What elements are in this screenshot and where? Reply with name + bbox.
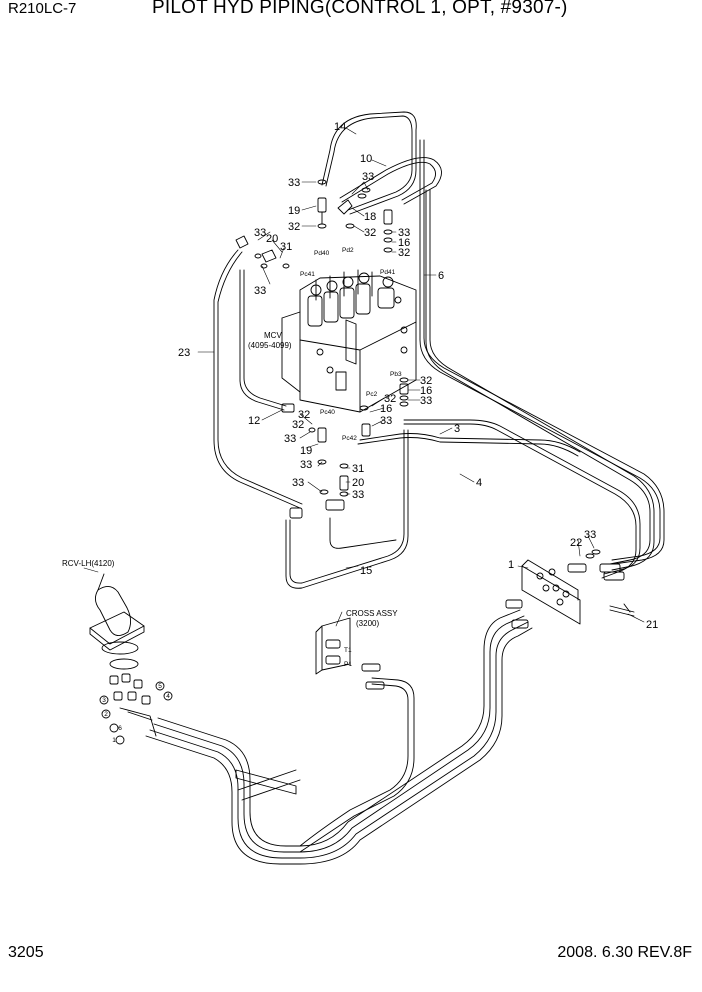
- callout-4: 4: [476, 477, 482, 489]
- port-pb3: Pb3: [390, 371, 402, 378]
- callout-32: 32: [288, 221, 300, 233]
- callout-16: 16: [380, 403, 392, 415]
- port-pc42: Pc42: [342, 435, 357, 442]
- port-pd40: Pd40: [314, 250, 330, 257]
- joystick-port-4: 4: [166, 693, 170, 700]
- mcv-range-label: (4095-4099): [248, 341, 292, 350]
- hose-12: [239, 269, 287, 411]
- callout-19: 19: [300, 445, 312, 457]
- hose-10: [339, 157, 442, 205]
- callout-32: 32: [364, 227, 376, 239]
- revision-date: 2008. 6.30 REV.8F: [557, 944, 692, 961]
- callout-33: 33: [254, 285, 266, 297]
- callout-14: 14: [334, 121, 346, 133]
- callout-33: 33: [300, 459, 312, 471]
- callout-33: 33: [398, 227, 410, 239]
- mcv-body: [281, 269, 417, 413]
- cross-assy: [315, 617, 385, 690]
- callout-33-accumulator: 33: [584, 529, 596, 541]
- hose-15: [285, 429, 409, 589]
- callout-32: 32: [420, 375, 432, 387]
- port-pc41: Pc41: [300, 271, 315, 278]
- port-pd41: Pd41: [380, 269, 396, 276]
- callout-numbers: 14 10 6 3 4 23 15 12 1 21 22 33 33 33 19…: [178, 121, 658, 631]
- callout-33: 33: [420, 395, 432, 407]
- joystick-hose-bundle: [145, 609, 533, 865]
- joystick-port-2: 2: [104, 711, 108, 718]
- callout-33: 33: [254, 227, 266, 239]
- callout-20: 20: [266, 233, 278, 245]
- callout-20: 20: [352, 477, 364, 489]
- rcv-label: RCV-LH(4120): [62, 559, 115, 568]
- callout-15: 15: [360, 565, 372, 577]
- callout-10: 10: [360, 153, 372, 165]
- leader-lines: [83, 127, 645, 627]
- callout-33: 33: [362, 171, 374, 183]
- callout-31: 31: [352, 463, 364, 475]
- joystick-port-5: 5: [158, 683, 162, 690]
- callout-1: 1: [508, 559, 514, 571]
- component-labels: MCV (4095-4099) RCV-LH(4120) CROSS ASSY …: [62, 331, 398, 628]
- port-labels: Pd40 Pd2 Pd41 Pc41 Pc40 Pc42 Pc2 Pb3 T1 …: [300, 247, 402, 668]
- callout-16: 16: [420, 385, 432, 397]
- callout-33: 33: [380, 415, 392, 427]
- manifold-block-1: [505, 549, 635, 629]
- hose-4: [403, 419, 641, 579]
- port-pd2: Pd2: [342, 247, 354, 254]
- callout-19: 19: [288, 205, 300, 217]
- model-number: R210LC-7: [8, 0, 77, 17]
- callout-32: 32: [398, 247, 410, 259]
- callout-32: 32: [384, 393, 396, 405]
- fittings-lower: [281, 377, 409, 519]
- callout-33: 33: [284, 433, 296, 445]
- port-pc40: Pc40: [320, 409, 335, 416]
- hose-clamp: [235, 769, 297, 795]
- port-pc2: Pc2: [366, 391, 378, 398]
- page-number: 3205: [8, 944, 44, 961]
- hose-3-lower: [357, 433, 581, 457]
- cross-assy-label: CROSS ASSY: [346, 609, 398, 618]
- port-p1: P1: [344, 661, 352, 668]
- callout-22: 22: [570, 537, 582, 549]
- callout-3: 3: [454, 423, 460, 435]
- hose-3: [425, 189, 655, 571]
- callout-33: 33: [292, 477, 304, 489]
- callout-23: 23: [178, 347, 190, 359]
- fittings-top: [235, 179, 393, 269]
- callout-31: 31: [280, 241, 292, 253]
- port-t1: T1: [344, 647, 352, 654]
- callout-6: 6: [438, 270, 444, 282]
- joystick-port-3: 3: [102, 697, 106, 704]
- hose-23: [213, 249, 303, 509]
- joystick-port-1: 1: [112, 737, 116, 744]
- callout-21: 21: [646, 619, 658, 631]
- callout-33: 33: [352, 489, 364, 501]
- callout-33: 33: [288, 177, 300, 189]
- hose-14: [321, 111, 417, 215]
- joystick-port-6: 6: [118, 725, 122, 732]
- joystick-rcv: [89, 573, 173, 745]
- callout-32: 32: [298, 409, 310, 421]
- callout-18: 18: [364, 211, 376, 223]
- hose-6: [419, 139, 665, 565]
- cross-assy-number: (3200): [356, 619, 379, 628]
- page-title: PILOT HYD PIPING(CONTROL 1, OPT, #9307-): [152, 0, 568, 18]
- callout-32: 32: [292, 419, 304, 431]
- mcv-label: MCV: [264, 331, 282, 340]
- joystick-port-numbers: 1 2 3 4 5 6: [102, 683, 170, 744]
- callout-16: 16: [398, 237, 410, 249]
- callout-12: 12: [248, 415, 260, 427]
